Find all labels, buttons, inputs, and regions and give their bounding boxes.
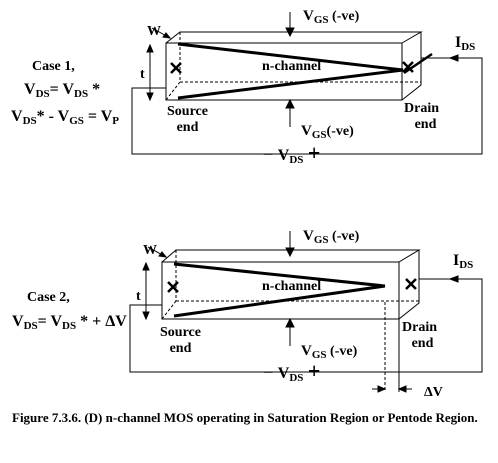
channel-box-top-1 — [165, 31, 423, 44]
mosfet-diagram-1 — [131, 12, 483, 155]
thickness-label-1: t — [140, 67, 145, 82]
source-contact-x-2 — [167, 281, 179, 293]
mosfet-diagram-2 — [129, 231, 483, 393]
vgs-bottom-label-2: VGS (-ve) — [301, 343, 358, 361]
channel-box-right-2 — [398, 250, 420, 320]
vgs-bottom-label-1: VGS(-ve) — [301, 123, 354, 141]
channel-edge-bottom-2 — [173, 284, 386, 318]
drain-contact-x-1 — [402, 61, 414, 73]
thickness-label-2: t — [136, 289, 141, 304]
case-1-equation-2: VDS* - VGS = VP — [11, 108, 120, 127]
figure-caption: Figure 7.3.6. (D) n-channel MOS operatin… — [12, 410, 478, 425]
source-contact-x-1 — [170, 62, 182, 74]
channel-label-2: n-channel — [262, 279, 322, 294]
channel-box-top-2 — [161, 249, 421, 263]
vds-label-2: − VDS + — [263, 358, 321, 384]
drain-end-label-1: Drain end — [404, 101, 439, 132]
source-end-label-2: Source end — [160, 325, 201, 356]
vds-label-1: − VDS + — [263, 140, 321, 166]
channel-box-right-1 — [401, 32, 422, 101]
case-2-equation: VDS= VDS * + ΔV — [12, 313, 127, 332]
channel-label-1: n-channel — [262, 59, 322, 74]
case-1-equation-1: VDS= VDS * — [24, 81, 101, 100]
channel-box-front-2 — [161, 261, 400, 320]
ids-label-2: IDS — [453, 252, 474, 271]
delta-v-label: ΔV — [424, 385, 443, 400]
ids-label-1: IDS — [455, 34, 476, 53]
drain-end-label-2: Drain end — [402, 320, 437, 351]
width-label-1: W — [147, 24, 161, 39]
width-label-2: W — [143, 243, 157, 258]
case-2-label: Case 2, — [27, 290, 70, 305]
vgs-top-label-2: VGS (-ve) — [303, 228, 360, 246]
channel-edge-top-2 — [173, 262, 386, 288]
case-1-label: Case 1, — [32, 59, 75, 74]
channel-edge-bottom-1 — [177, 68, 404, 100]
channel-edge-top-1 — [177, 42, 404, 72]
vgs-top-label-1: VGS (-ve) — [303, 8, 360, 26]
source-end-label-1: Source end — [167, 104, 208, 135]
drain-contact-x-2 — [405, 278, 417, 290]
